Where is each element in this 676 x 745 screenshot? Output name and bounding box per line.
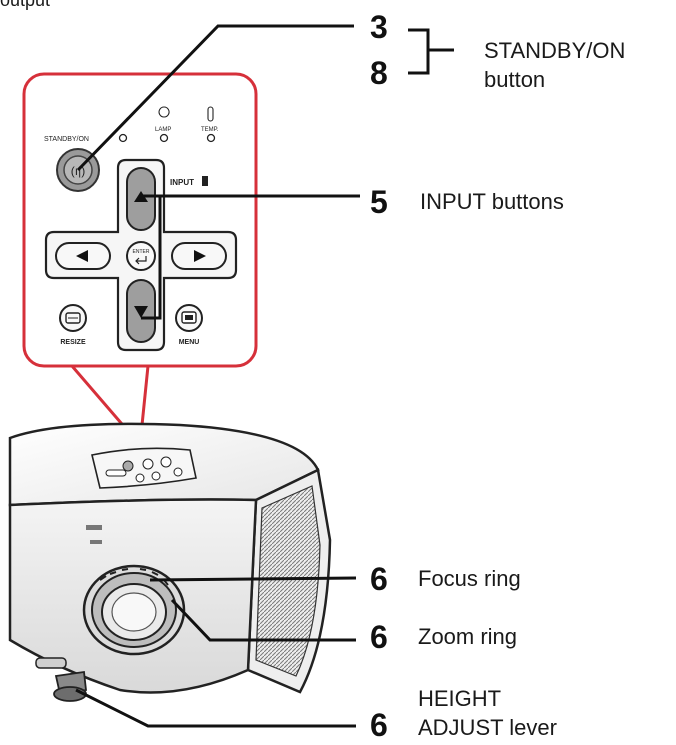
panel-resize-label: RESIZE <box>60 339 86 346</box>
left-button[interactable] <box>55 242 111 270</box>
resize-icon <box>65 312 81 324</box>
input-label: INPUT buttons <box>420 189 564 214</box>
panel-menu-label: MENU <box>179 339 200 346</box>
standby-led-icon <box>118 133 128 143</box>
height-num: 6 <box>370 707 388 743</box>
header-fragment: output <box>0 0 50 10</box>
vent-grill <box>255 485 321 677</box>
panel-standby-label: STANDBY/ON <box>44 136 89 143</box>
lamp-symbol-icon <box>158 106 170 118</box>
triangle-left-icon <box>76 250 88 262</box>
right-button[interactable] <box>171 242 227 270</box>
standby-num-b: 8 <box>370 55 388 91</box>
resize-button[interactable] <box>59 304 87 332</box>
input-down-button[interactable] <box>126 279 156 343</box>
input-leader <box>139 194 360 200</box>
standby-label-line2: button <box>484 67 545 92</box>
menu-button[interactable] <box>175 304 203 332</box>
panel-input-label: INPUT <box>170 178 194 187</box>
projector-illustration <box>8 422 332 702</box>
height-leader <box>75 688 356 728</box>
callout-focus: 6 Focus ring <box>370 561 521 597</box>
control-panel-inset: STANDBY/ON LAMP TEMP. (ı|) INPUT <box>22 72 258 449</box>
focus-leader <box>149 576 357 582</box>
triangle-right-icon <box>194 250 206 262</box>
height-label-line2: ADJUST lever <box>418 715 557 740</box>
enter-arrow-icon <box>135 256 147 265</box>
panel-lamp-label: LAMP <box>155 127 171 133</box>
zoom-leader <box>170 598 356 642</box>
callout-zoom: 6 Zoom ring <box>370 619 517 655</box>
focus-label: Focus ring <box>418 566 521 591</box>
standby-label-line1: STANDBY/ON <box>484 38 625 63</box>
standby-bracket <box>408 28 430 75</box>
zoom-label: Zoom ring <box>418 624 517 649</box>
standby-leader <box>76 24 354 172</box>
panel-enter-label: ENTER <box>133 249 150 255</box>
lamp-led-icon <box>159 133 169 143</box>
panel-temp-label: TEMP. <box>201 127 219 133</box>
standby-num-a: 3 <box>370 9 388 45</box>
callout-height: 6 HEIGHT ADJUST lever <box>370 686 557 743</box>
temp-symbol-icon <box>207 106 214 122</box>
input-leader-branch <box>141 196 162 320</box>
enter-button[interactable]: ENTER <box>126 241 156 271</box>
callout-standby: 3 8 STANDBY/ON button <box>370 9 625 92</box>
height-label-line1: HEIGHT <box>418 686 501 711</box>
lens-assembly <box>82 564 186 656</box>
temp-led-icon <box>206 133 216 143</box>
input-switch-icon <box>202 176 208 186</box>
input-num: 5 <box>370 184 388 220</box>
zoom-num: 6 <box>370 619 388 655</box>
triangle-down-icon <box>134 306 148 318</box>
focus-num: 6 <box>370 561 388 597</box>
leader-lines <box>75 24 454 728</box>
callout-input: 5 INPUT buttons <box>370 184 564 220</box>
